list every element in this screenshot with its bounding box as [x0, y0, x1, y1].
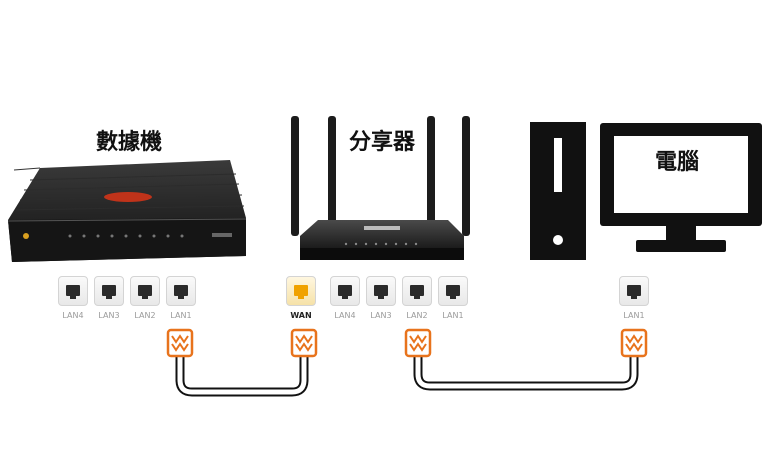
cable-connector-icon	[404, 328, 432, 358]
cable-connector-icon	[166, 328, 194, 358]
router-port-label: WAN	[290, 311, 312, 320]
router-title: 分享器	[349, 130, 416, 155]
cable-router-to-computer	[413, 352, 639, 391]
modem-port-label: LAN3	[98, 311, 120, 320]
computer-port-lan1	[619, 276, 649, 306]
modem-port-lan3	[94, 276, 124, 306]
modem-title: 數據機	[96, 130, 163, 155]
router-port-lan1	[438, 276, 468, 306]
router-port-label: LAN4	[334, 311, 356, 320]
router-port-label: LAN3	[370, 311, 392, 320]
router-antennas	[291, 116, 470, 236]
router-port-wan	[286, 276, 316, 306]
modem-port-lan1	[166, 276, 196, 306]
cable-modem-to-router	[175, 352, 309, 397]
router-port-lan4	[330, 276, 360, 306]
computer-monitor	[600, 123, 762, 252]
computer-title: 電腦	[655, 150, 700, 175]
cable-connector-icon	[290, 328, 318, 358]
modem-port-label: LAN1	[170, 311, 192, 320]
computer-tower	[530, 122, 586, 260]
cable-connector-icon	[620, 328, 648, 358]
router-port-lan2	[402, 276, 432, 306]
modem-device	[7, 160, 247, 262]
modem-logo-icon	[104, 192, 152, 202]
router-port-lan3	[366, 276, 396, 306]
modem-port-lan4	[58, 276, 88, 306]
router-port-label: LAN2	[406, 311, 428, 320]
router-device	[300, 220, 464, 260]
modem-port-lan2	[130, 276, 160, 306]
modem-port-label: LAN4	[62, 311, 84, 320]
router-port-label: LAN1	[442, 311, 464, 320]
modem-port-label: LAN2	[134, 311, 156, 320]
computer-port-label: LAN1	[623, 311, 645, 320]
